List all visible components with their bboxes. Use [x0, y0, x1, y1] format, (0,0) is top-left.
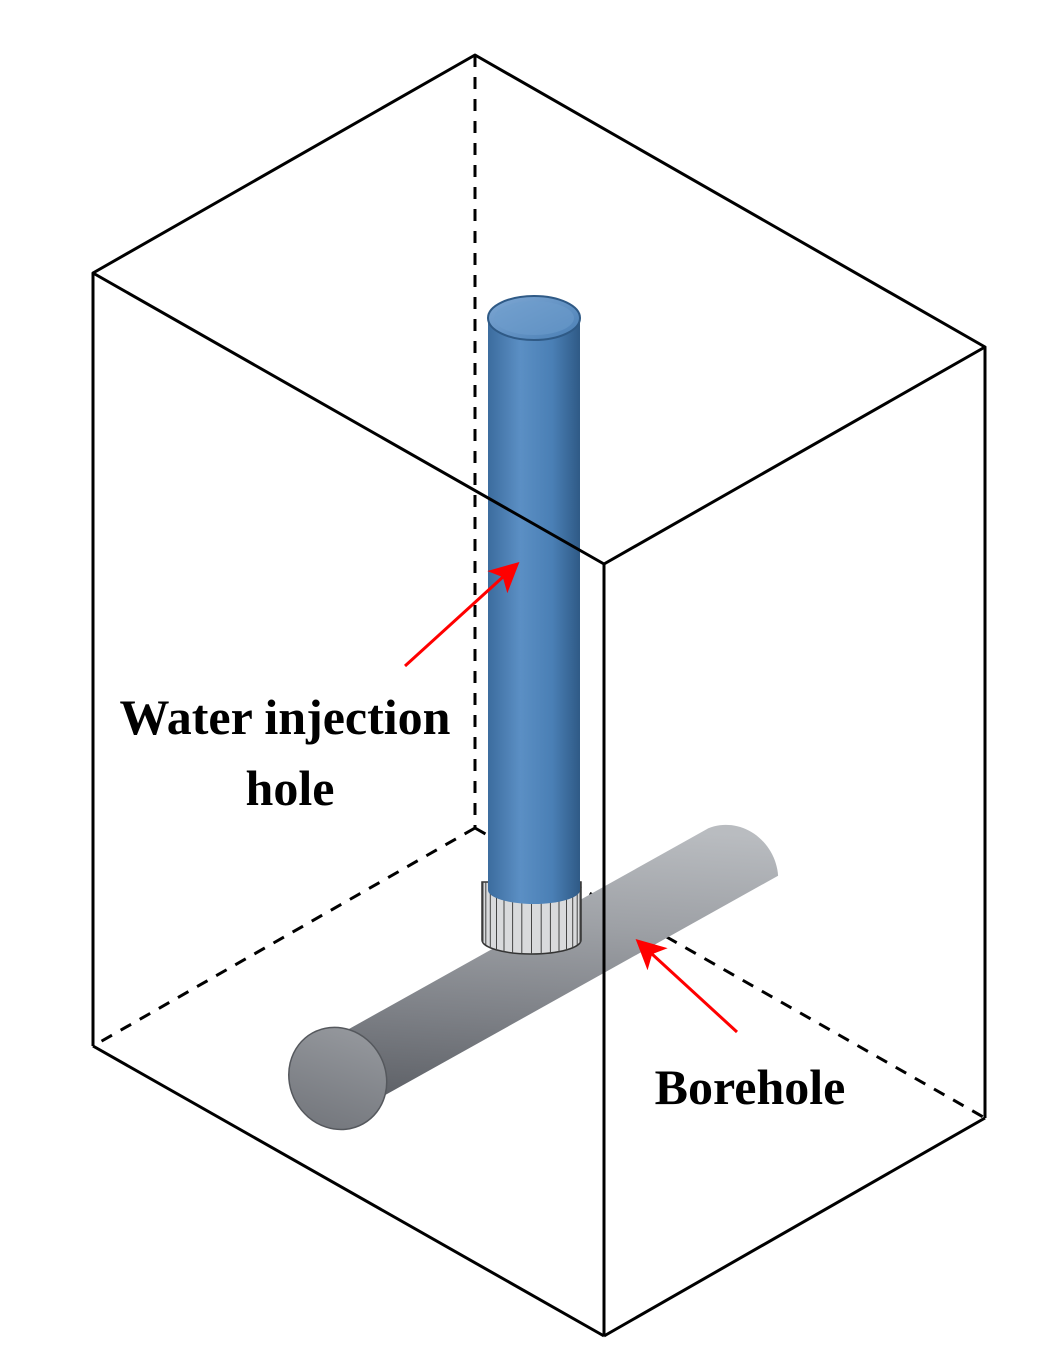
- water-injection-hole-label-line2: hole: [246, 760, 335, 816]
- annotation-arrows: [403, 561, 739, 1034]
- borehole-cylinder: [288, 824, 779, 1131]
- borehole-arrow: [635, 938, 739, 1034]
- water-injection-hole-cylinder: [487, 295, 581, 904]
- box-visible-edges: [91, 53, 987, 1338]
- water-injection-hole-label-line1: Water injection: [120, 689, 451, 745]
- water-hole-arrow: [403, 561, 520, 668]
- borehole-label: Borehole: [655, 1059, 846, 1115]
